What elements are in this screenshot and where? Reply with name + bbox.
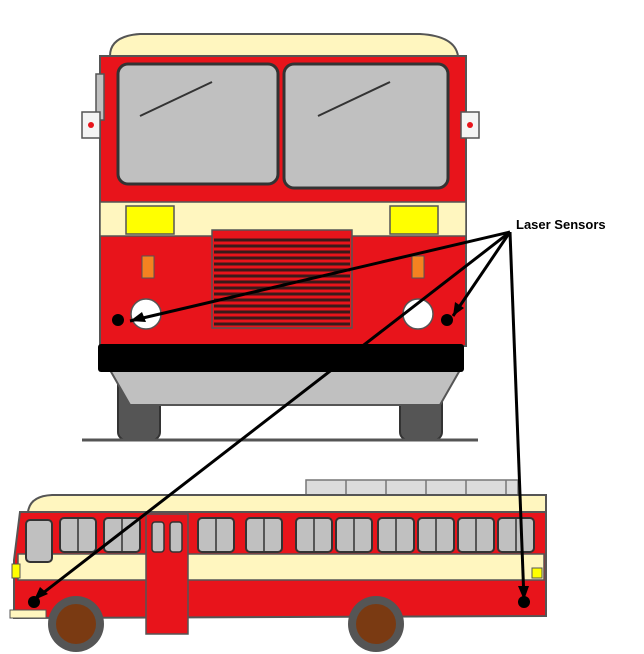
bus-side-view: [10, 480, 546, 652]
right-windshield: [284, 64, 448, 188]
sensor-side-front: [28, 596, 40, 608]
left-mirror-light: [88, 122, 94, 128]
left-indicator: [142, 256, 154, 278]
side-front-bumper: [10, 610, 46, 618]
sensor-front-left: [112, 314, 124, 326]
side-cream-band: [18, 554, 544, 580]
right-indicator: [412, 256, 424, 278]
side-taillamp: [532, 568, 542, 578]
side-rear-hub: [356, 604, 396, 644]
door-window-1: [152, 522, 164, 552]
bus-front-view: [82, 34, 479, 440]
left-windshield: [118, 64, 278, 184]
front-grille: [212, 230, 352, 328]
roof-rack: [306, 480, 518, 496]
front-underbody: [110, 370, 460, 405]
right-mirror-light: [467, 122, 473, 128]
front-bumper: [98, 344, 464, 372]
sensor-front-right: [441, 314, 453, 326]
left-headlamp: [126, 206, 174, 234]
laser-sensors-label: Laser Sensors: [516, 217, 606, 232]
driver-window: [26, 520, 52, 562]
side-headlamp: [12, 564, 20, 578]
side-front-hub: [56, 604, 96, 644]
sensor-side-rear: [518, 596, 530, 608]
door-window-2: [170, 522, 182, 552]
right-headlamp: [390, 206, 438, 234]
